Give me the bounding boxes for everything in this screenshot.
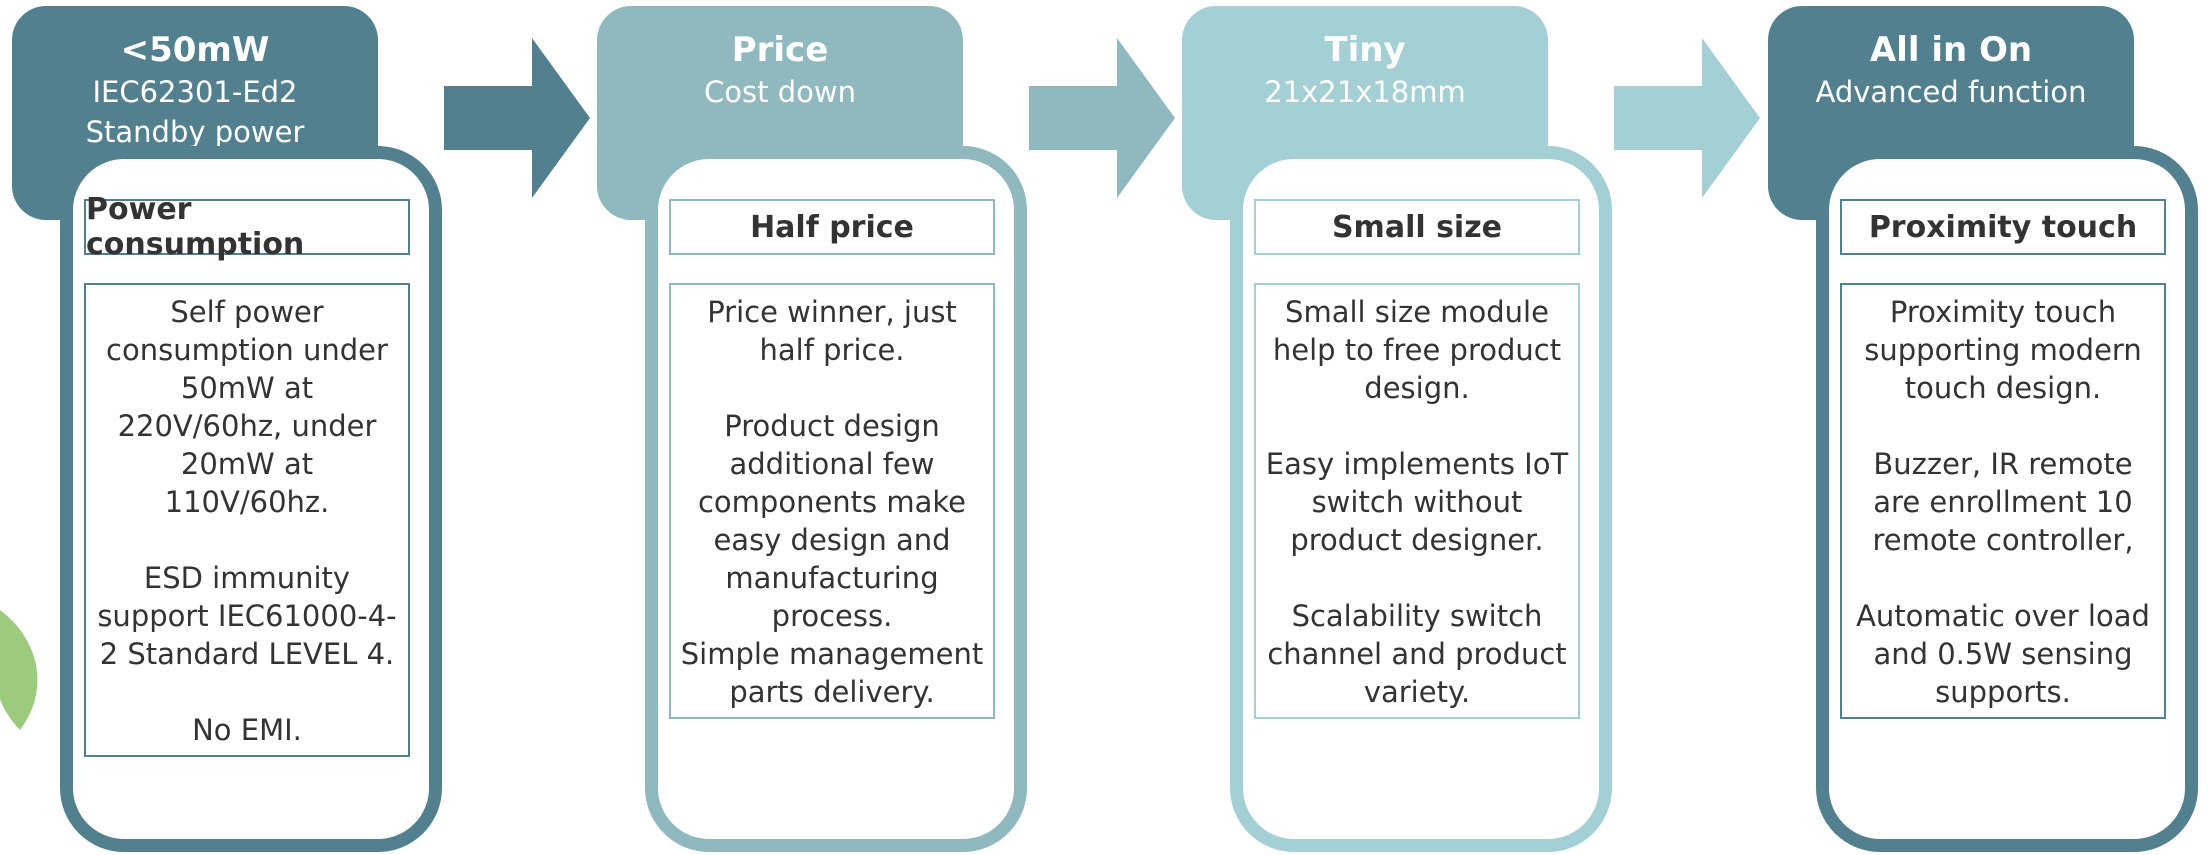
arrow-shape	[444, 38, 590, 198]
arrow-right-icon	[444, 38, 590, 198]
arrow-shape	[1614, 38, 1760, 198]
step-title: All in On	[1869, 30, 2033, 70]
description-paragraph: Price winner, just half price.	[707, 295, 957, 367]
step-title: Tiny	[1324, 30, 1406, 70]
step-label: Proximity touch	[1840, 199, 2166, 255]
step-label: Small size	[1254, 199, 1580, 255]
step-subtitle: IEC62301-Ed2 Standby power	[85, 75, 305, 149]
step-price: Price Cost down Half price Price winner,…	[597, 6, 1049, 855]
step-title: Price	[731, 30, 829, 70]
description-paragraph: Product design additional few components…	[680, 409, 984, 709]
description-paragraph: No EMI.	[192, 713, 302, 747]
step-label: Half price	[669, 199, 995, 255]
step-subtitle: Advanced function	[1815, 75, 2087, 109]
description-paragraph: Buzzer, IR remote are enrollment 10 remo…	[1872, 447, 2134, 557]
step-tiny: Tiny 21x21x18mm Small size Small size mo…	[1182, 6, 1634, 855]
arrow-shape	[1029, 38, 1175, 198]
leaf-icon	[0, 610, 38, 730]
description-paragraph: Automatic over load and 0.5W sensing sup…	[1856, 599, 2150, 709]
description-paragraph: Small size module help to free product d…	[1272, 295, 1562, 405]
step-standby-power: <50mW IEC62301-Ed2 Standby power Power c…	[12, 6, 464, 855]
step-description: Small size module help to free product d…	[1254, 283, 1580, 719]
step-description: Price winner, just half price. Product d…	[669, 283, 995, 719]
step-label: Power consumption	[84, 192, 410, 262]
arrow-right-icon	[1029, 38, 1175, 198]
step-card: Half price Price winner, just half price…	[645, 146, 1027, 852]
step-card: Proximity touch Proximity touch supporti…	[1816, 146, 2198, 852]
description-paragraph: Scalability switch channel and product v…	[1267, 599, 1567, 709]
description-paragraph: ESD immunity support IEC61000-4-2 Standa…	[97, 561, 397, 671]
step-title: <50mW	[120, 30, 270, 70]
step-subtitle: 21x21x18mm	[1264, 75, 1466, 109]
step-description: Proximity touch supporting modern touch …	[1840, 283, 2166, 719]
arrow-right-icon	[1614, 38, 1760, 198]
step-card: Small size Small size module help to fre…	[1230, 146, 1612, 852]
step-all-in-one: All in On Advanced function Proximity to…	[1768, 6, 2208, 855]
step-description: Self power consumption under 50mW at 220…	[84, 283, 410, 757]
description-paragraph: Proximity touch supporting modern touch …	[1864, 295, 2142, 405]
step-subtitle: Cost down	[704, 75, 856, 109]
description-paragraph: Self power consumption under 50mW at 220…	[106, 295, 388, 519]
description-paragraph: Easy implements IoT switch without produ…	[1265, 447, 1569, 557]
step-card: Power consumption Self power consumption…	[60, 146, 442, 852]
